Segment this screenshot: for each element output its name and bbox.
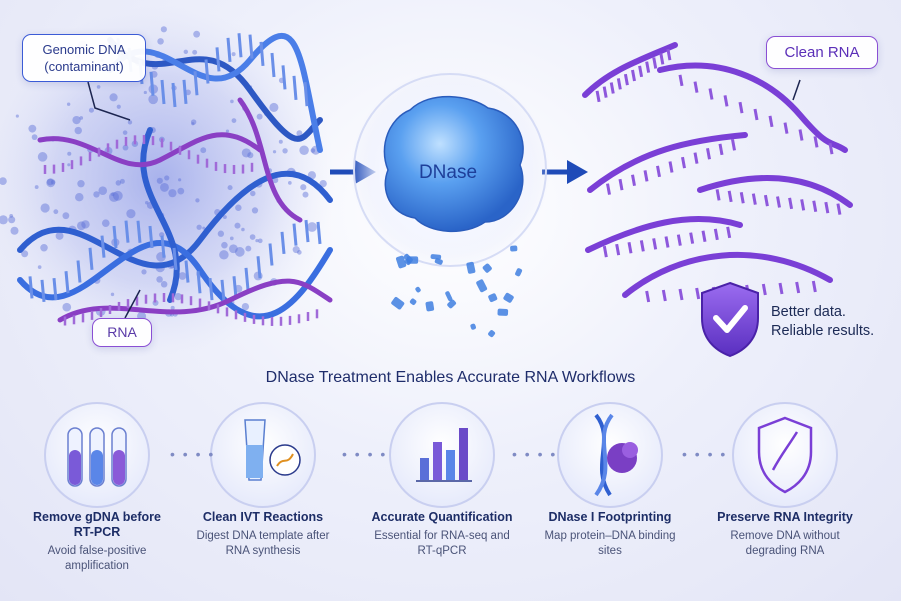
- bar-chart-icon: [389, 402, 495, 508]
- application-integrity: Preserve RNA Integrity Remove DNA withou…: [710, 510, 860, 559]
- dnase-label: DNase: [418, 162, 478, 183]
- genomic-dna-label: Genomic DNA (contaminant): [22, 34, 146, 82]
- application-title: DNase I Footprinting: [548, 510, 672, 524]
- dna-fragments: [391, 245, 523, 338]
- application-title: Clean IVT Reactions: [202, 510, 324, 524]
- separator-dots: • • • •: [342, 446, 388, 462]
- dna-protein-icon: [557, 402, 663, 508]
- test-tubes-icon: [44, 402, 150, 508]
- separator-dots: • • • •: [170, 446, 216, 462]
- application-description: Digest DNA template after RNA synthesis: [196, 530, 330, 557]
- clean-rna-label: Clean RNA: [766, 36, 878, 69]
- application-description: Remove DNA without degrading RNA: [730, 530, 840, 557]
- result-text: Better data. Reliable results.: [771, 303, 891, 341]
- application-title: Preserve RNA Integrity: [717, 510, 853, 524]
- application-quantification: Accurate Quantification Essential for RN…: [367, 510, 517, 559]
- result-line-1: Better data.: [771, 304, 846, 320]
- shield-rna-icon: [732, 402, 838, 508]
- application-title: Accurate Quantification: [371, 510, 513, 524]
- microtube-icon: [210, 402, 316, 508]
- rna-label: RNA: [92, 318, 152, 347]
- dnase-enzyme-blob: [383, 95, 524, 232]
- separator-dots: • • • •: [512, 446, 558, 462]
- application-rt-pcr: Remove gDNA before RT-PCR Avoid false-po…: [22, 510, 172, 574]
- rna-leader: [124, 289, 141, 319]
- application-footprinting: DNase I Footprinting Map protein–DNA bin…: [535, 510, 685, 559]
- result-line-2: Reliable results.: [771, 323, 875, 339]
- separator-dots: • • • •: [682, 446, 728, 462]
- application-description: Essential for RNA-seq and RT-qPCR: [374, 530, 510, 557]
- clean-rna-strands: [582, 42, 853, 298]
- shield-check-icon: [701, 281, 759, 358]
- application-description: Map protein–DNA binding sites: [544, 530, 676, 557]
- application-description: Avoid false-positive amplification: [47, 545, 147, 572]
- application-ivt: Clean IVT Reactions Digest DNA template …: [188, 510, 338, 559]
- dna-rna-cluster: [0, 5, 335, 355]
- clean-leader: [792, 79, 801, 101]
- application-title: Remove gDNA before RT-PCR: [32, 510, 162, 539]
- section-title: DNase Treatment Enables Accurate RNA Wor…: [265, 369, 636, 386]
- gdna-leader: [87, 81, 131, 121]
